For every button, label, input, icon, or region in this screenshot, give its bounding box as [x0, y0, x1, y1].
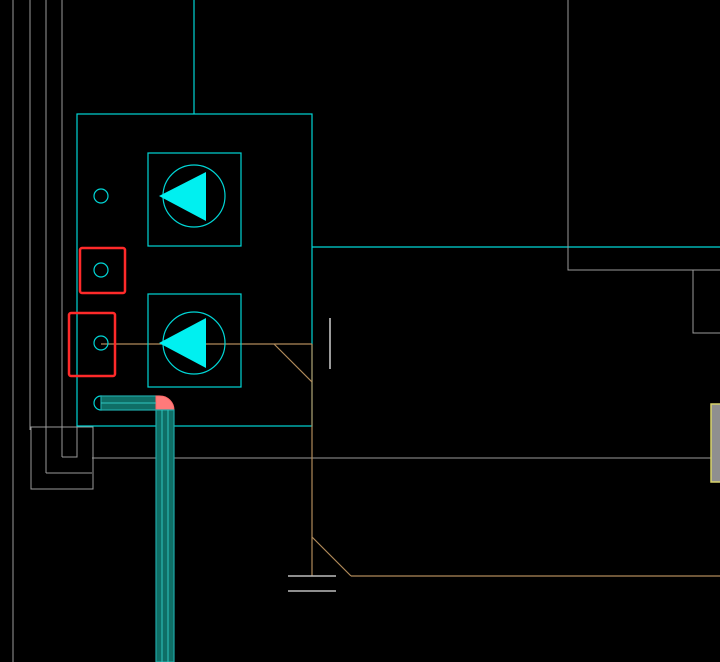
port-circle-1[interactable]: [93, 188, 109, 204]
highlight-boxes: [67, 246, 127, 378]
yellow-equipment-edge: [710, 403, 720, 483]
port-circle-2[interactable]: [93, 262, 109, 278]
right-grey-lines: [567, 0, 720, 334]
brown-lines: [101, 343, 720, 577]
highlight-box-upper: [78, 246, 127, 295]
teal-pipe: [100, 395, 175, 662]
equipment-housing: [76, 113, 313, 427]
port-circle-3[interactable]: [93, 335, 109, 351]
pump-icon: [147, 293, 242, 388]
highlight-box-lower: [67, 311, 117, 378]
pump-icon: [147, 152, 242, 247]
ground-symbol: [288, 575, 336, 592]
left-grey-lines: [12, 0, 63, 662]
